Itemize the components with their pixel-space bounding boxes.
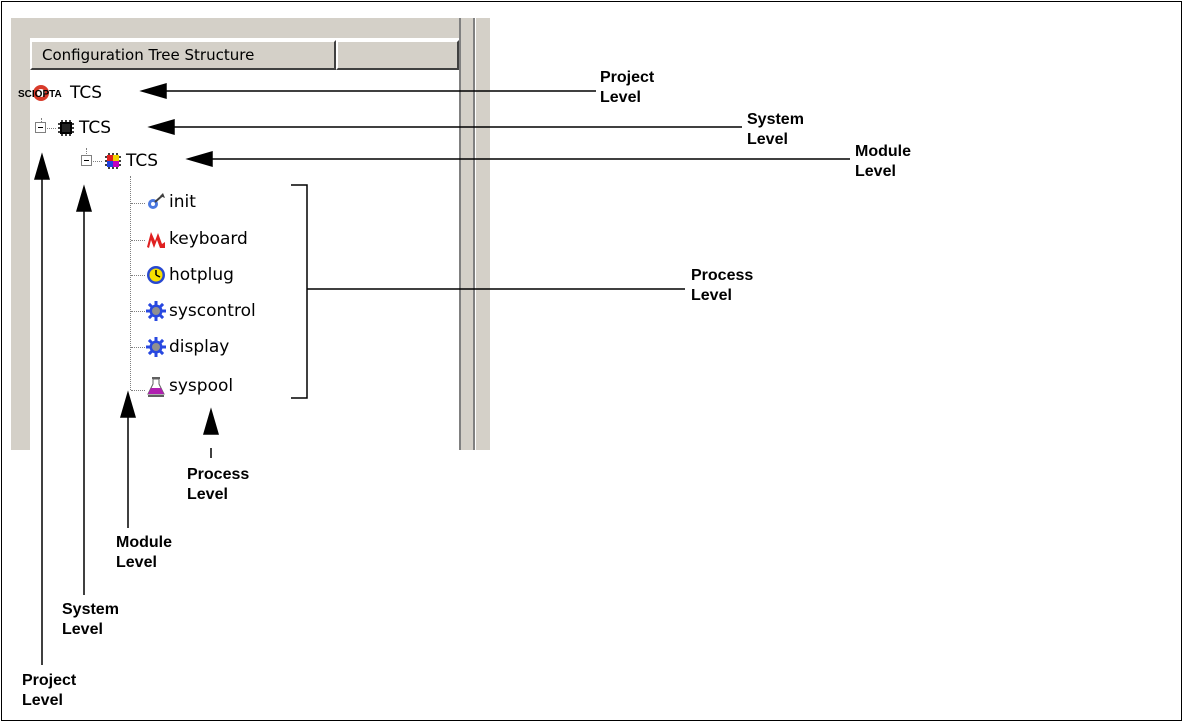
init-process-icon [146,192,166,212]
expand-system-toggle[interactable] [35,122,46,133]
tree-node-process[interactable]: syscontrol [146,301,256,321]
tree-node-process[interactable]: syspool [146,376,234,397]
gear-process-icon [146,301,166,321]
tree-node-process[interactable]: display [146,337,229,357]
tree-line-h [131,275,145,276]
tree-line-module [86,148,87,156]
tree-node-process[interactable]: hotplug [146,265,234,285]
tree-node-project[interactable]: SCIOPTA TCS [16,83,102,103]
sciopta-logo-icon: SCIOPTA [16,84,66,102]
arrowhead-project [139,83,167,99]
tree-line-h [131,390,145,391]
arrowhead-module [185,151,213,167]
tree-line-h [131,203,145,204]
tree-line-processes [130,176,131,390]
tree-node-process[interactable]: init [146,192,196,212]
system-chip-icon [56,118,76,138]
module-chip-icon [103,151,123,171]
tree-node-label: TCS [126,151,159,171]
svg-text:SCIOPTA: SCIOPTA [18,89,62,100]
tree-line-h [131,347,145,348]
tree-node-label: hotplug [169,265,234,285]
panel-left-gutter [11,38,30,450]
tree-panel [11,18,491,450]
tree-line-h [47,128,56,129]
tree-node-label: display [169,337,230,357]
tree-node-label: TCS [79,118,112,138]
tree-node-system[interactable]: TCS [56,118,111,138]
arrowhead-process-bottom [203,407,219,435]
tree-node-label: init [169,192,196,212]
column-header-empty[interactable] [336,40,459,70]
tree-node-module[interactable]: TCS [103,151,158,171]
panel-top-bar [11,18,490,38]
arrowhead-project-bottom [34,152,50,180]
tree-node-label: keyboard [169,229,248,249]
interrupt-process-icon [146,229,166,249]
arrowhead-system [147,119,175,135]
pool-flask-icon [146,376,166,397]
tree-line-h [131,240,145,241]
column-header[interactable]: Configuration Tree Structure [30,40,336,70]
arrowhead-module-bottom [120,390,136,418]
tree-node-label: syspool [169,376,234,396]
process-bracket [291,184,308,399]
tree-node-label: syscontrol [169,301,256,321]
timer-process-icon [146,265,166,285]
panel-splitter[interactable] [459,18,490,450]
tree-node-label: TCS [70,83,103,103]
tree-node-process[interactable]: keyboard [146,229,248,249]
gear-process-icon [146,337,166,357]
tree-line-h [93,161,102,162]
arrowhead-system-bottom [76,184,92,212]
tree-line-h [131,311,145,312]
